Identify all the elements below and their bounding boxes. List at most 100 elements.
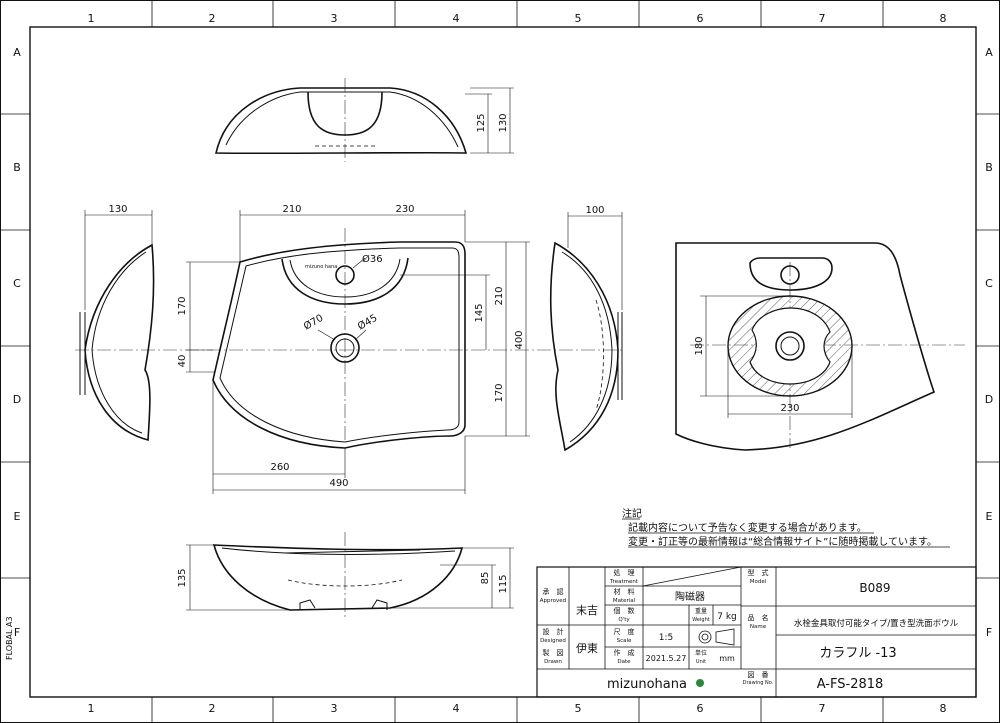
date-label-en: Date [617,659,631,665]
third-angle-projection-symbol [698,628,735,646]
drain-inner [335,338,355,358]
col-label: 5 [575,702,582,715]
col-label: 6 [697,12,704,25]
col-label: 3 [331,702,338,715]
row-label: E [14,510,21,523]
row-label: C [985,277,993,290]
logo-mark-small: mizuno hana [305,264,337,270]
column-labels-top: 1 2 3 4 5 6 7 8 [88,12,947,25]
dim-hole-36: Ø36 [362,253,383,265]
drawn-label-en: Drawn [544,659,562,665]
dim-130-side: 130 [108,204,127,215]
cutout-faucet-hole [780,265,800,285]
drawing-no-label: 図 番 [748,671,769,679]
dim-210-top: 210 [282,204,301,215]
treatment-label-en: Treatment [609,579,639,585]
row-label: A [13,46,21,59]
material-value: 陶磁器 [675,590,705,603]
designed-label: 設 計 [543,627,564,636]
notes-heading: 注記 [622,507,642,520]
sheet-size-note: FLOBAL A3 [5,616,14,660]
designed-label-en: Designed [540,638,566,644]
treatment-label: 処 理 [614,568,635,577]
dim-230-top: 230 [395,204,414,215]
drawn-label: 製 図 [543,648,564,657]
name-value: 水栓金具取付可能タイプ/置き型洗面ボウル [794,618,959,629]
unit-label-en: Unit [696,659,706,665]
dim-85: 85 [480,572,491,585]
row-label: D [13,393,21,406]
col-label: 1 [88,12,95,25]
col-label: 4 [453,12,460,25]
row-labels-left: A B C D E F [13,46,21,639]
row-labels-right: A B C D E F [985,46,993,639]
note-line-2: 変更・訂正等の最新情報は“総合情報サイト”に随時掲載しています。 [628,535,937,548]
row-label: D [985,393,993,406]
column-labels-bottom: 1 2 3 4 5 6 7 8 [88,702,947,715]
rear-view: 125 130 [214,78,514,162]
weight-label-en: Weight [692,617,709,623]
unit-value: mm [719,654,735,663]
row-label: F [14,626,20,639]
material-label-en: Material [613,598,636,604]
scale-label-en: Scale [617,638,632,644]
col-label: 6 [697,702,704,715]
col-label: 8 [940,12,947,25]
dim-hole-45: Ø45 [356,312,380,333]
name-label: 品 名 [748,613,769,622]
col-label: 8 [940,702,947,715]
front-view: 135 85 115 [177,532,514,618]
model-value: B089 [859,581,890,595]
model-label: 型 式 [748,568,769,577]
dim-40-left: 40 [177,355,188,368]
weight-value: 7 kg [717,612,737,622]
dim-230-cutout: 230 [780,403,799,414]
row-label: B [13,161,21,174]
row-label: A [985,46,993,59]
approved-label: 承 認 [543,587,564,596]
model-label-en: Model [750,579,767,585]
plan-view: mizuno hana Ø36 Ø70 Ø45 210 230 170 40 1… [75,204,625,494]
date-value: 2021.5.27 [646,654,687,663]
dim-hole-70: Ø70 [302,312,326,333]
row-label: E [986,510,993,523]
col-label: 3 [331,12,338,25]
cutout-inner [749,307,831,385]
approved-label-en: Approved [540,598,566,604]
notes-block: 注記 記載内容について予告なく変更する場合があります。 変更・訂正等の最新情報は… [622,507,950,548]
note-line-1: 記載内容について予告なく変更する場合があります。 [628,521,867,534]
dim-115: 115 [498,574,509,593]
dim-400: 400 [514,330,525,349]
inner-frame [29,26,977,698]
col-label: 4 [453,702,460,715]
drawing-no-label-en: Drawing No. [743,680,774,686]
col-label: 5 [575,12,582,25]
col-label: 2 [209,702,216,715]
faucet-hole [335,265,355,285]
dim-125: 125 [476,113,487,132]
dim-100: 100 [585,205,604,216]
scale-label: 尺 度 [614,627,635,636]
material-label: 材 料 [614,587,635,596]
col-label: 7 [819,12,826,25]
row-label: B [985,161,993,174]
scale-value: 1:5 [659,633,673,643]
col-label: 2 [209,12,216,25]
left-side-view: 130 [79,204,155,442]
dim-130: 130 [498,113,509,132]
drain-outer [330,333,360,363]
product-name: カラフル -13 [819,646,896,661]
dim-145: 145 [474,303,485,322]
right-side-view: 100 [549,205,623,452]
brand-logo-mark [696,679,704,687]
col-label: 1 [88,702,95,715]
col-label: 7 [819,702,826,715]
dim-490: 490 [329,478,348,489]
qty-label: 個 数 [614,606,635,615]
qty-label-en: Q'ty [618,617,630,623]
date-label: 作 成 [614,648,635,657]
row-label: F [986,626,992,639]
drawing-no-value: A-FS-2818 [817,677,884,692]
dim-210-right: 210 [494,286,505,305]
